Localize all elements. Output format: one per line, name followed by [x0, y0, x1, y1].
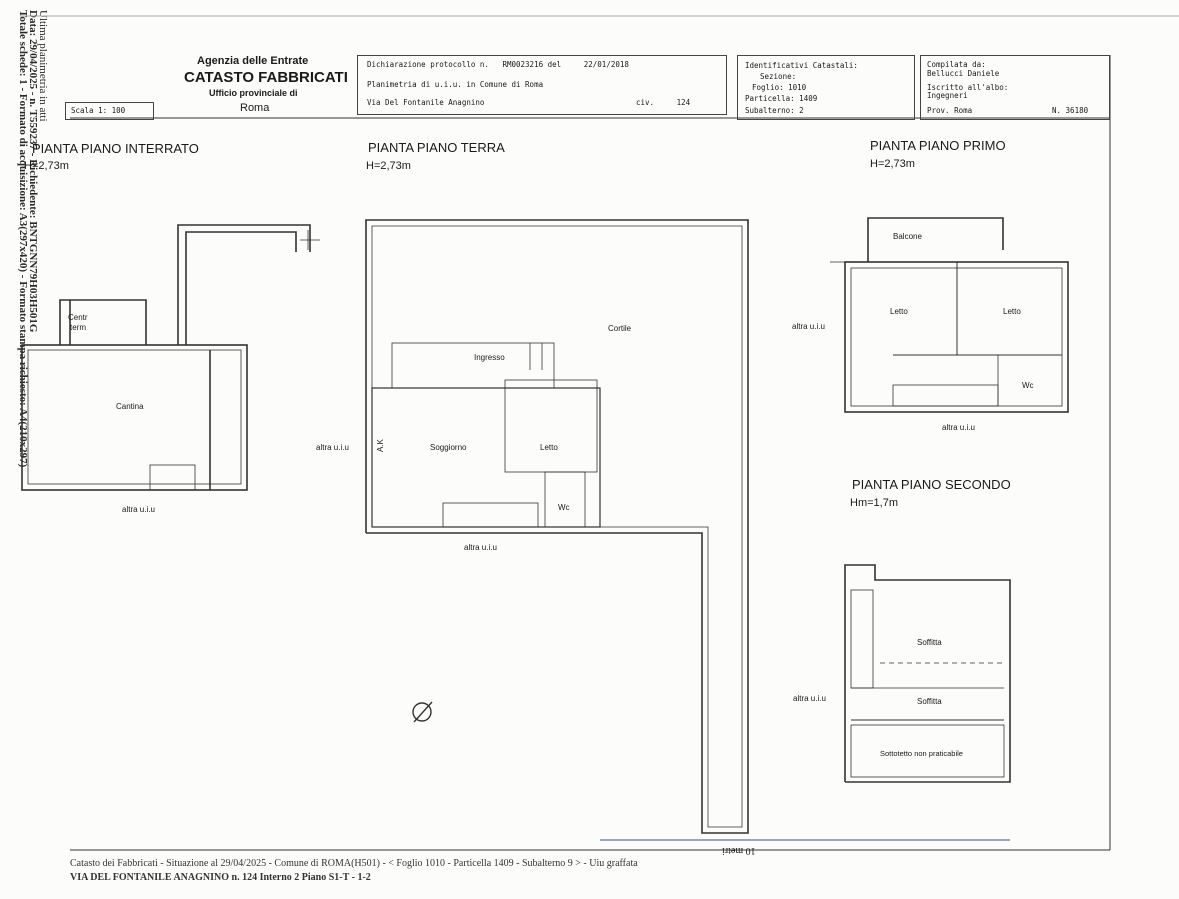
protocol-date-label: del	[547, 60, 562, 69]
interrato-altra-uiu: altra u.i.u	[122, 505, 155, 514]
plan-primo-title: PIANTA PIANO PRIMO	[870, 138, 1006, 153]
room-letto-primo-2: Letto	[1003, 307, 1021, 316]
foglio-label: Foglio: 1010	[752, 83, 807, 92]
plan-terra-walls	[365, 219, 749, 834]
footer-line-2: VIA DEL FONTANILE ANAGNINO n. 124 Intern…	[70, 872, 371, 880]
scale-box	[65, 102, 154, 120]
plan-secondo-walls	[844, 564, 1011, 783]
plan-secondo-title: PIANTA PIANO SECONDO	[852, 477, 1011, 492]
room-ak: A.K	[376, 439, 385, 452]
civ-number: 124	[676, 98, 691, 107]
room-letto-primo-1: Letto	[890, 307, 908, 316]
room-centr: Centr	[68, 313, 88, 322]
footer-line-1: Catasto dei Fabbricati - Situazione al 2…	[70, 858, 638, 869]
plan-terra-height: H=2,73m	[366, 160, 411, 172]
terra-altra-uiu-bottom: altra u.i.u	[464, 543, 497, 552]
primo-altra-uiu-left: altra u.i.u	[792, 322, 825, 331]
office-city: Roma	[240, 102, 270, 114]
agency-name: Agenzia delle Entrate	[197, 55, 309, 67]
scale-label: Scala 1: 100	[71, 106, 126, 115]
protocol-date: 22/01/2018	[583, 60, 629, 69]
catasto-title: CATASTO FABBRICATI	[184, 69, 348, 86]
room-soffitta-1: Soffitta	[917, 638, 942, 647]
room-wc-terra: Wc	[558, 503, 570, 512]
plan-interrato-title: PIANTA PIANO INTERRATO	[32, 141, 199, 156]
compilata-label: Compilata da:	[927, 60, 986, 69]
room-wc-primo: Wc	[1022, 381, 1034, 390]
plan-terra-title: PIANTA PIANO TERRA	[368, 140, 505, 155]
plan-interrato-height: H=2,73m	[24, 160, 69, 172]
plan-primo-height: H=2,73m	[870, 158, 915, 170]
identificativi-box	[737, 55, 915, 120]
protocol-box	[357, 55, 727, 115]
iscritto-label: Iscritto all'albo:	[927, 83, 1009, 92]
albo-number-label: N.	[1052, 106, 1062, 115]
protocol-number: RM0023216	[502, 60, 544, 69]
albo-number-value: 36180	[1065, 106, 1089, 115]
room-term: term	[70, 323, 86, 332]
room-letto-terra: Letto	[540, 443, 558, 452]
albo-label: Ingegneri	[927, 91, 968, 100]
room-cortile: Cortile	[608, 324, 632, 333]
room-sottotetto: Sottotetto non praticabile	[880, 749, 963, 758]
compiler-name: Bellucci Daniele	[927, 69, 1000, 78]
room-cantina: Cantina	[116, 402, 144, 411]
room-soggiorno: Soggiorno	[430, 443, 467, 452]
albo-number: N. 36180	[1052, 105, 1088, 116]
plan-secondo-height: Hm=1,7m	[850, 497, 898, 509]
sezione-label: Sezione:	[760, 72, 797, 81]
scale-bar-label: 10 metri	[722, 845, 756, 856]
plan-interrato-walls	[21, 224, 320, 491]
secondo-altra-uiu-left: altra u.i.u	[793, 694, 826, 703]
subalterno-label: Subalterno: 2	[745, 106, 804, 115]
room-balcone: Balcone	[893, 232, 922, 241]
planimetria-label: Planimetria di u.i.u. in Comune di Roma	[367, 80, 544, 89]
particella-label: Particella: 1409	[745, 94, 818, 103]
primo-altra-uiu-bottom: altra u.i.u	[942, 423, 975, 432]
protocol-label-text: Dichiarazione protocollo n.	[367, 60, 489, 69]
terra-altra-uiu-left: altra u.i.u	[316, 443, 349, 452]
north-compass-icon	[412, 701, 433, 723]
office-label: Ufficio provinciale di	[209, 88, 298, 98]
identificativi-label: Identificativi Catastali:	[745, 61, 858, 70]
plan-primo-walls	[830, 217, 1069, 413]
civ-label: civ. 124	[636, 97, 690, 108]
civ-label-text: civ.	[636, 98, 655, 107]
compiler-box	[920, 55, 1110, 120]
prov-label: Prov. Roma	[927, 106, 973, 115]
room-ingresso: Ingresso	[474, 353, 505, 362]
room-soffitta-2: Soffitta	[917, 697, 942, 706]
address-label: Via Del Fontanile Anagnino	[367, 98, 485, 107]
protocol-label: Dichiarazione protocollo n. RM0023216 de…	[367, 59, 629, 70]
